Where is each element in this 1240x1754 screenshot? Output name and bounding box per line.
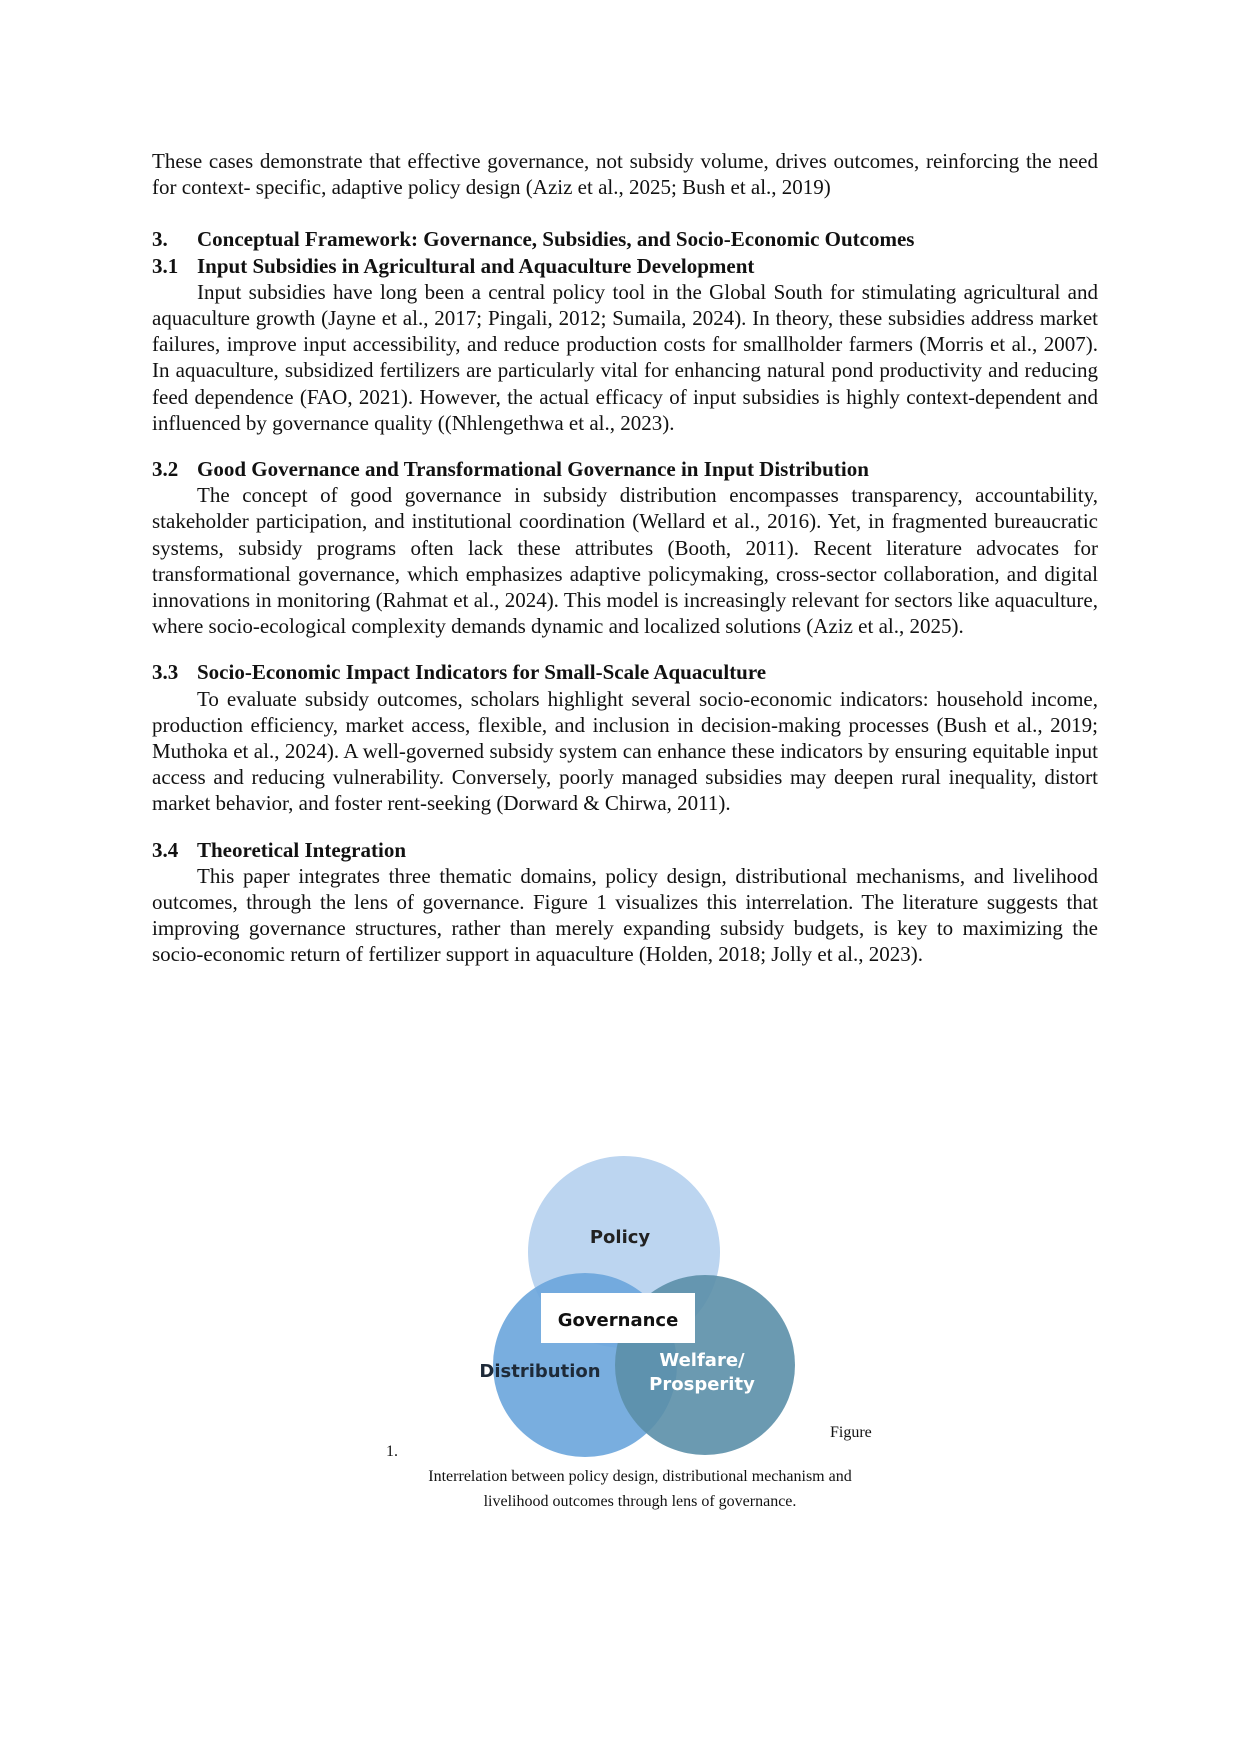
subsection-3-2-number: 3.2 xyxy=(152,457,179,482)
figure-caption-line-1: Interrelation between policy design, dis… xyxy=(428,1468,852,1485)
subsection-3-1-number: 3.1 xyxy=(152,253,179,278)
subsection-3-4-number: 3.4 xyxy=(152,837,179,862)
intro-paragraph: These cases demonstrate that effective g… xyxy=(152,149,1098,200)
distribution-label: Distribution xyxy=(479,1361,600,1382)
subsection-3-3-title: Socio-Economic Impact Indicators for Sma… xyxy=(197,660,767,685)
figure-caption-label: Figure xyxy=(830,1424,872,1441)
section-3-title: Conceptual Framework: Governance, Subsid… xyxy=(197,227,915,252)
policy-label: Policy xyxy=(590,1227,651,1248)
figure-caption-number: 1. xyxy=(386,1443,398,1460)
subsection-3-3-heading: 3.3 Socio-Economic Impact Indicators for… xyxy=(152,659,1098,685)
welfare-label-line1: Welfare/ xyxy=(659,1350,745,1371)
subsection-3-2-body: The concept of good governance in subsid… xyxy=(152,483,1098,639)
subsection-3-1-body: Input subsidies have long been a central… xyxy=(152,279,1098,435)
subsection-3-4-heading: 3.4 Theoretical Integration xyxy=(152,837,1098,863)
subsection-3-1-heading: 3.1 Input Subsidies in Agricultural and … xyxy=(152,253,1098,279)
venn-diagram: Governance Policy Distribution Welfare/ … xyxy=(479,1156,795,1457)
subsection-3-1-title: Input Subsidies in Agricultural and Aqua… xyxy=(197,253,755,278)
subsection-3-2-heading: 3.2 Good Governance and Transformational… xyxy=(152,456,1098,482)
governance-label: Governance xyxy=(558,1310,679,1331)
subsection-3-2-title: Good Governance and Transformational Gov… xyxy=(197,457,869,482)
figure-caption-line-2: livelihood outcomes through lens of gove… xyxy=(483,1493,797,1510)
subsection-3-4-title: Theoretical Integration xyxy=(197,837,406,862)
governance-box xyxy=(541,1293,695,1343)
subsection-3-4-body: This paper integrates three thematic dom… xyxy=(152,863,1098,967)
section-3-number: 3. xyxy=(152,227,168,252)
section-3-heading: 3. Conceptual Framework: Governance, Sub… xyxy=(152,226,1098,252)
page-body: These cases demonstrate that effective g… xyxy=(152,148,1098,968)
subsection-3-3-body: To evaluate subsidy outcomes, scholars h… xyxy=(152,686,1098,816)
figure-caption: Interrelation between policy design, dis… xyxy=(380,1464,900,1514)
welfare-label-line2: Prosperity xyxy=(649,1374,755,1395)
figure-1: Governance Policy Distribution Welfare/ … xyxy=(0,1150,1240,1530)
subsection-3-3-number: 3.3 xyxy=(152,660,179,685)
